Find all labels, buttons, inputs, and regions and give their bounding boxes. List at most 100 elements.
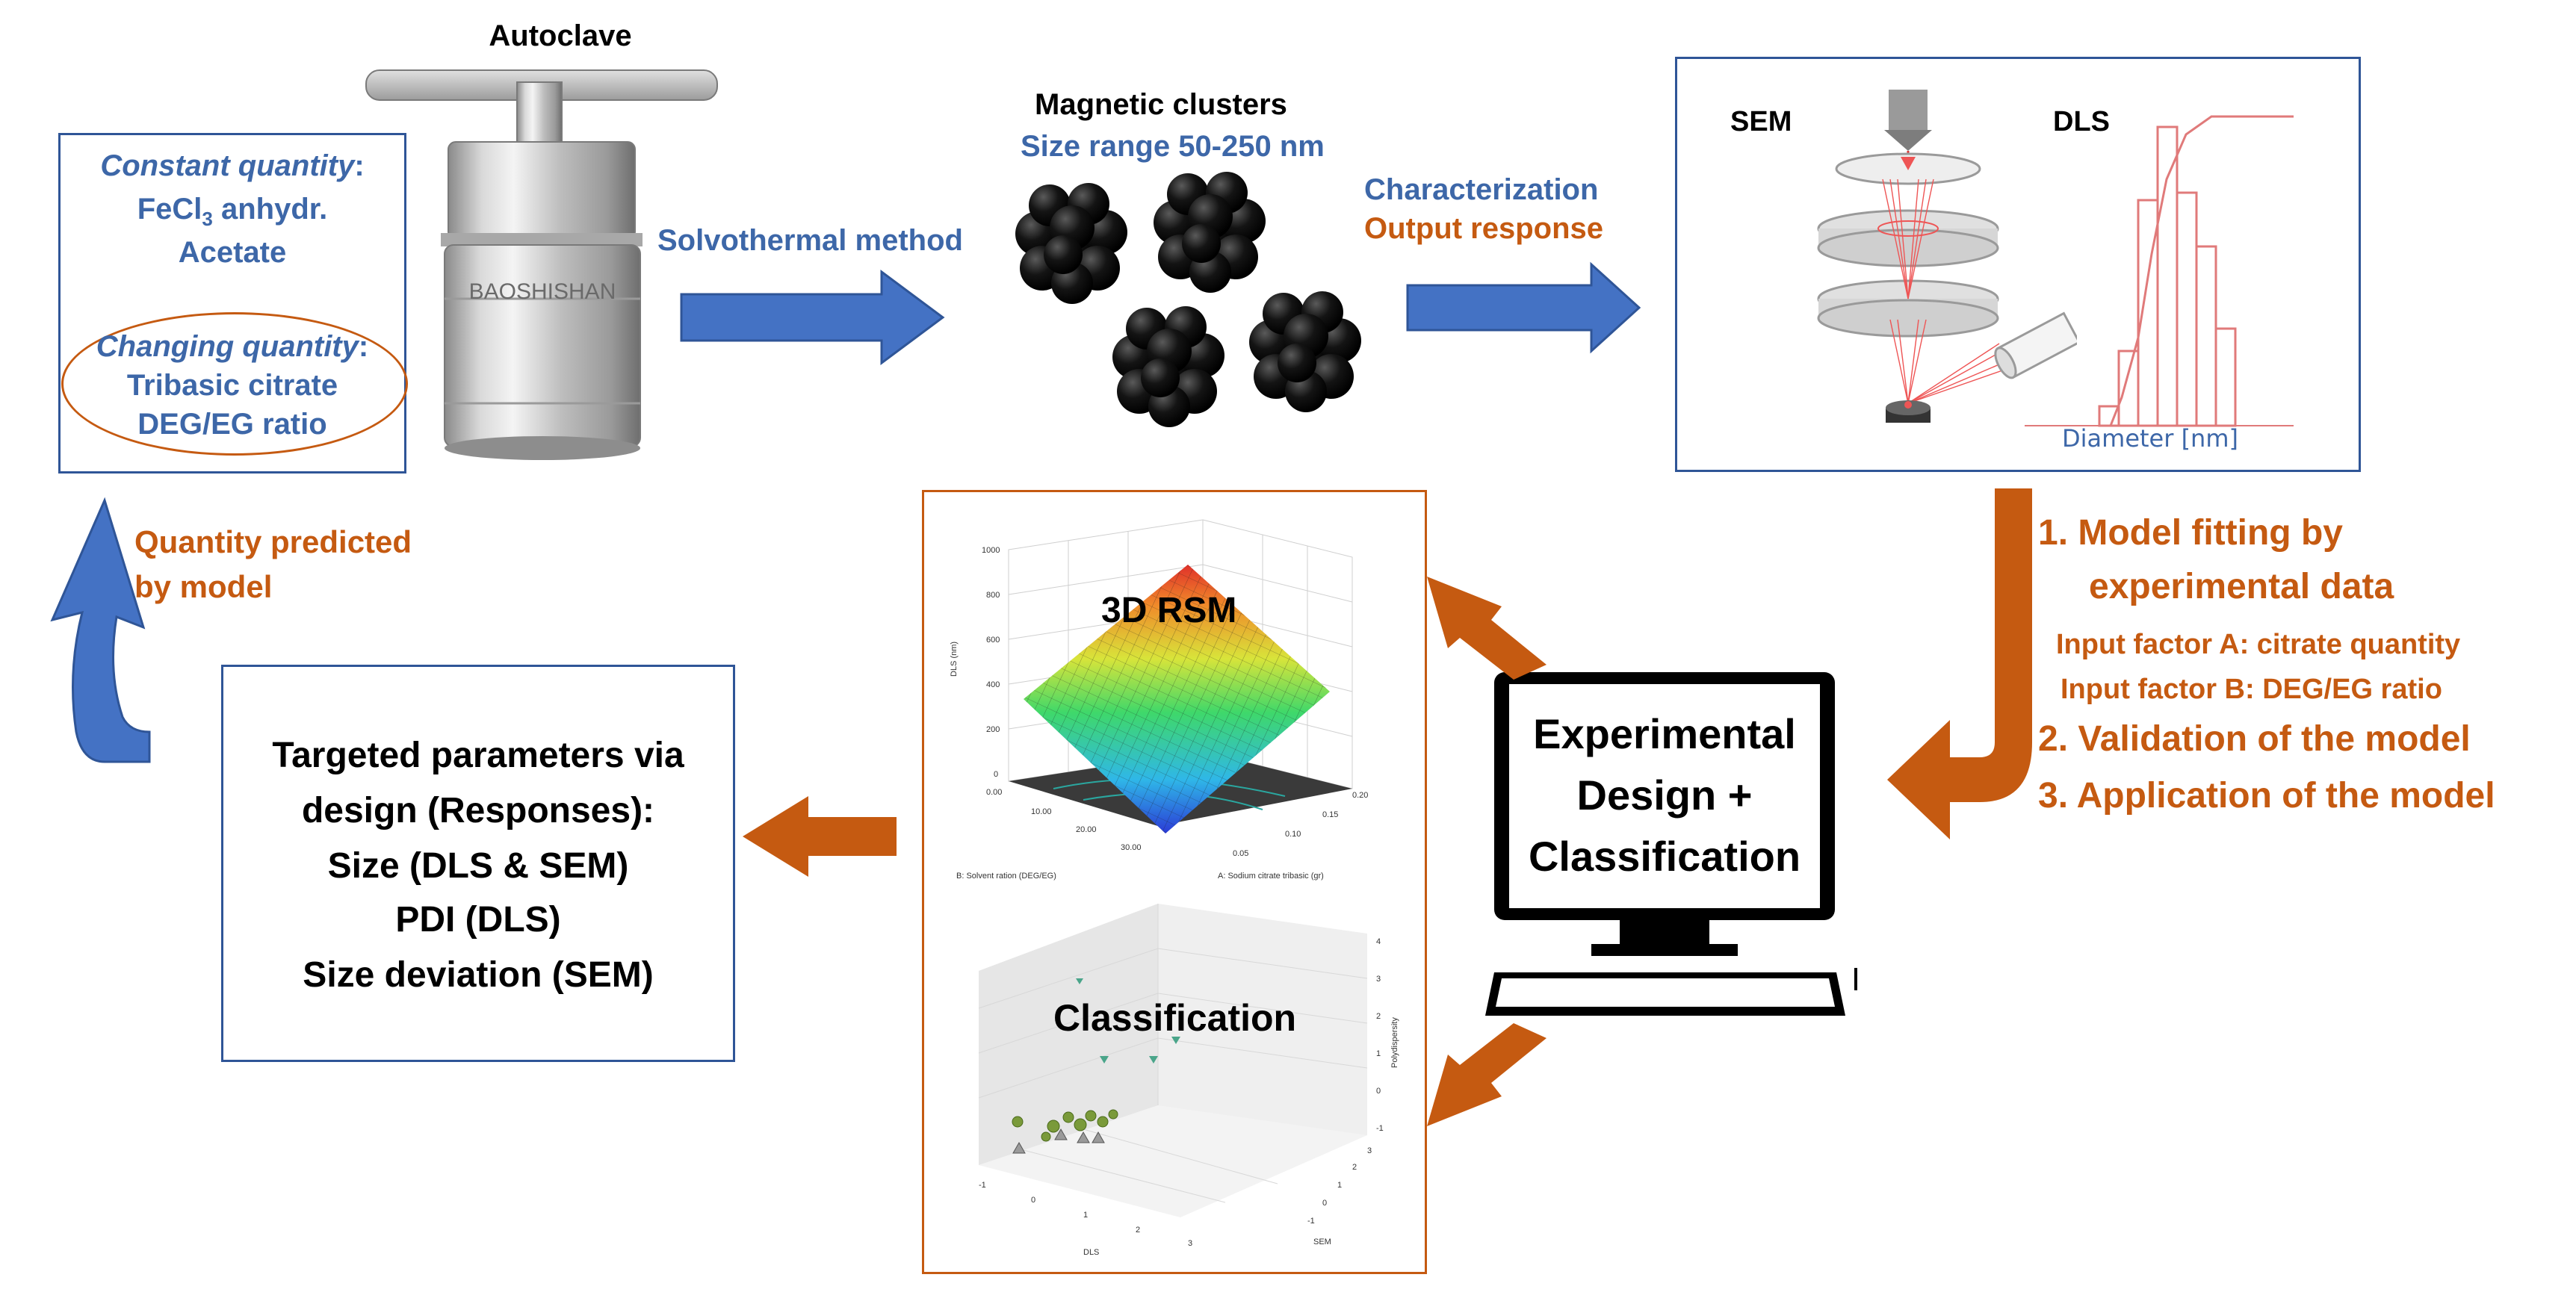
tribasic-citrate-label: Tribasic citrate xyxy=(126,369,338,402)
cls-x-axis-label: DLS xyxy=(1083,1248,1099,1257)
targets-line2: design (Responses): xyxy=(301,791,655,830)
sem-label: SEM xyxy=(1730,106,1792,137)
rsm-z-axis-label: DLS (nm) xyxy=(950,642,959,677)
computer-line2: Design + xyxy=(1576,771,1753,819)
rsm-z-tick-5: 200 xyxy=(986,725,1000,734)
input-factor-a: Input factor A: citrate quantity xyxy=(2056,629,2461,660)
rsm-z-tick-2: 800 xyxy=(986,591,1000,600)
cls-z-axis-label: Polydispersity xyxy=(1390,1017,1399,1068)
changing-quantity-ellipse xyxy=(61,312,408,456)
acetate-label: Acetate xyxy=(178,236,287,269)
size-range-label: Size range 50-250 nm xyxy=(1021,130,1325,163)
quantity-predicted-line1: Quantity predicted xyxy=(134,524,412,559)
rsm-plot: 1000 800 600 400 200 0 0.00 10.00 20.00 … xyxy=(950,519,1368,881)
cls-y-axis-label: SEM xyxy=(1313,1238,1331,1246)
constant-quantity-line: Constant quantity: xyxy=(60,149,405,183)
rsm-b-tick-2: 10.00 xyxy=(1031,807,1052,816)
output-response-label: Output response xyxy=(1364,212,1604,245)
cls-z-tick-1: 4 xyxy=(1376,937,1381,946)
cls-y-tick-1: 3 xyxy=(1367,1146,1372,1155)
fecl3-prefix: FeCl xyxy=(137,193,202,226)
cls-y-tick-5: -1 xyxy=(1307,1217,1315,1226)
rsm-b-tick-4: 30.00 xyxy=(1121,843,1142,852)
autoclave-brand: BAOSHISHAN xyxy=(469,279,616,304)
magnetic-clusters-image xyxy=(1015,172,1361,427)
arrow-solvothermal xyxy=(680,270,945,365)
cls-z-tick-3: 2 xyxy=(1376,1012,1381,1021)
autoclave-image: BAOSHISHAN xyxy=(365,69,718,460)
cls-x-tick-2: 0 xyxy=(1031,1196,1035,1205)
cluster-2 xyxy=(1154,172,1266,293)
rsm-a-tick-2: 0.15 xyxy=(1322,810,1338,819)
cluster-3 xyxy=(1112,306,1224,427)
input-quantities-box xyxy=(58,133,406,473)
arrow-to-targets xyxy=(743,796,897,877)
arrow-characterization xyxy=(1406,261,1641,354)
arrow-feedback xyxy=(50,497,151,763)
cluster-1 xyxy=(1015,183,1127,304)
targets-box xyxy=(221,665,735,1062)
arrow-model-fitting xyxy=(1887,488,2032,839)
step1-line2: experimental data xyxy=(2089,567,2394,606)
autoclave-title: Autoclave xyxy=(489,19,632,52)
rsm-z-tick-3: 600 xyxy=(986,636,1000,645)
arrow-to-classification xyxy=(1427,1023,1546,1126)
constant-colon: : xyxy=(354,149,365,182)
rsm-a-tick-4: 0.05 xyxy=(1233,849,1248,858)
rsm-z-tick-4: 400 xyxy=(986,680,1000,689)
rsm-title: 3D RSM xyxy=(1101,591,1237,630)
dls-label: DLS xyxy=(2053,106,2110,137)
fecl3-line: FeCl3 anhydr. xyxy=(60,193,405,231)
magnetic-clusters-title: Magnetic clusters xyxy=(1035,88,1287,121)
fecl3-subscript: 3 xyxy=(202,208,213,230)
cls-z-tick-2: 3 xyxy=(1376,975,1381,984)
cls-x-tick-1: -1 xyxy=(979,1181,986,1190)
changing-quantity-label: Changing quantity xyxy=(96,330,359,363)
computer-icon xyxy=(1485,672,1857,1016)
rsm-z-tick-1: 1000 xyxy=(982,546,1000,555)
solvothermal-method-label: Solvothermal method xyxy=(657,224,963,257)
step1-line1: 1. Model fitting by xyxy=(2038,513,2343,553)
cls-x-tick-4: 2 xyxy=(1136,1226,1140,1235)
quantity-predicted-line2: by model xyxy=(134,569,273,604)
step3-label: 3. Application of the model xyxy=(2038,776,2495,816)
rsm-b-tick-3: 20.00 xyxy=(1076,825,1097,834)
classification-plot: -1 0 1 2 3 3 2 1 0 -1 4 3 2 1 0 -1 DLS S… xyxy=(978,904,1399,1257)
rsm-a-tick-3: 0.10 xyxy=(1285,830,1301,839)
rsm-a-tick-1: 0.20 xyxy=(1352,791,1368,800)
rsm-x-axis-label: B: Solvent ration (DEG/EG) xyxy=(956,872,1056,881)
cls-x-tick-3: 1 xyxy=(1083,1211,1088,1220)
targets-line5: Size deviation (SEM) xyxy=(303,955,654,995)
deg-eg-ratio-label: DEG/EG ratio xyxy=(137,408,327,441)
cls-y-tick-4: 0 xyxy=(1322,1199,1327,1208)
cls-z-tick-4: 1 xyxy=(1376,1049,1381,1058)
step2-label: 2. Validation of the model xyxy=(2038,719,2471,759)
plots-box xyxy=(922,490,1427,1274)
dls-histogram xyxy=(2025,115,2294,427)
computer-line3: Classification xyxy=(1528,833,1801,880)
rsm-y-axis-label: A: Sodium citrate tribasic (gr) xyxy=(1218,872,1324,881)
diameter-axis-label: Diameter [nm] xyxy=(2062,424,2238,453)
instrument-box xyxy=(1675,57,2361,472)
characterization-label: Characterization xyxy=(1364,173,1599,206)
targets-line3: Size (DLS & SEM) xyxy=(327,846,629,886)
rsm-b-tick-1: 0.00 xyxy=(986,788,1002,797)
targets-line4: PDI (DLS) xyxy=(395,900,561,940)
targets-line1: Targeted parameters via xyxy=(272,736,684,775)
classification-title: Classification xyxy=(1053,997,1297,1039)
changing-quantity-line: Changing quantity: xyxy=(60,330,405,364)
fecl3-suffix: anhydr. xyxy=(212,193,328,226)
constant-quantity-label: Constant quantity xyxy=(100,149,355,182)
sem-schematic xyxy=(1817,90,2077,423)
cluster-4 xyxy=(1249,291,1361,412)
input-factor-b: Input factor B: DEG/EG ratio xyxy=(2061,674,2442,705)
cls-x-tick-5: 3 xyxy=(1188,1239,1192,1248)
rsm-z-tick-6: 0 xyxy=(994,770,998,779)
changing-colon: : xyxy=(358,330,369,363)
cls-y-tick-3: 1 xyxy=(1337,1181,1342,1190)
cls-y-tick-2: 2 xyxy=(1352,1163,1357,1172)
computer-line1: Experimental xyxy=(1533,710,1796,757)
cls-z-tick-5: 0 xyxy=(1376,1087,1381,1096)
arrow-to-rsm xyxy=(1427,577,1546,680)
